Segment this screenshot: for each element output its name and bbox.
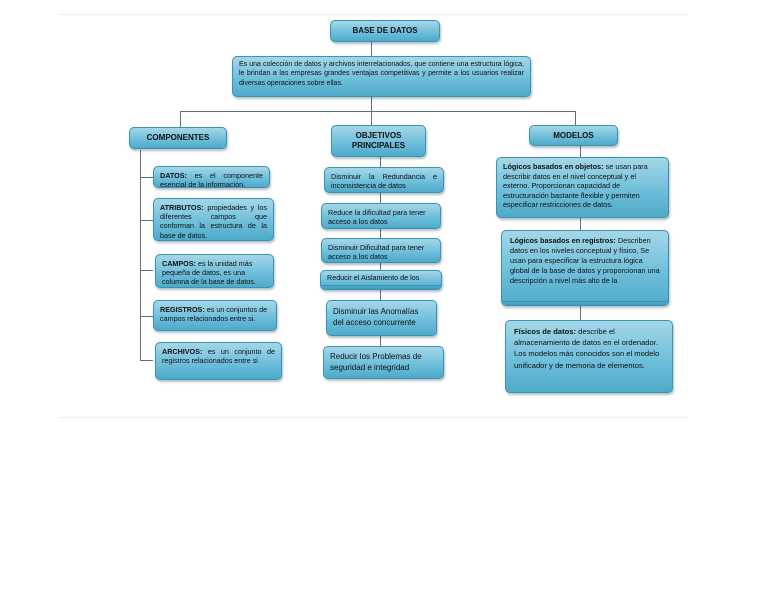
objetivo-item: Reduce la dificultad para tener acceso a… [321,203,441,229]
connector-line [371,42,372,56]
modelo-term: Físicos de datos: [514,327,577,336]
connector-line [580,218,581,230]
componente-registros: REGISTROS: es un conjuntos de campos rel… [153,300,277,331]
connector-line [140,177,153,178]
modelo-desc: se usan para describir datos en el nivel… [503,162,648,210]
modelo-fisicos: Físicos de datos: describe el almacenami… [505,320,673,393]
objetivo-text: Disminuir las Anomalías del acceso concu… [333,307,419,327]
componente-desc: es el componente esencial de la informac… [160,171,263,188]
componente-term: DATOS: [160,171,187,180]
modelos-title: MODELOS [553,130,594,140]
objetivos-header: OBJETIVOS PRINCIPALES [331,125,426,157]
componente-term: ARCHIVOS: [162,347,203,356]
objetivos-title: OBJETIVOS PRINCIPALES [351,131,406,150]
root-title: BASE DE DATOS [352,26,418,35]
componente-desc: es la unidad más pequeña de datos, es un… [162,259,256,287]
modelo-term: Lógicos basados en objetos: [503,162,604,171]
componente-term: REGISTROS: [160,305,205,314]
objetivo-text: Reducir los Problemas de seguridad e int… [330,352,422,372]
connector-line [580,146,581,157]
objetivo-text: Disminuir Dificultad para tener acceso a… [328,243,425,262]
componente-desc: propiedades y los diferentes campos que … [160,203,267,240]
componentes-title: COMPONENTES [146,133,210,142]
componentes-header: COMPONENTES [129,127,227,149]
objetivo-item: Disminuir la Redundancia e inconsistenci… [324,167,444,193]
objetivo-item: Disminuir las Anomalías del acceso concu… [326,300,437,336]
connector-line [180,111,181,127]
connector-line [371,111,372,125]
objetivo-item: Reducir los Problemas de seguridad e int… [323,346,444,379]
componente-desc: es un conjuntos de campos relacionados e… [160,305,268,324]
componente-term: CAMPOS: [162,259,196,268]
connector-line [140,220,153,221]
connector-line [371,97,372,112]
objetivo-text: Reducir el Aislamiento de los [327,273,420,282]
root-node: BASE DE DATOS [330,20,440,42]
componente-term: ATRIBUTOS: [160,203,204,212]
modelos-header: MODELOS [529,125,618,146]
objetivo-text: Reduce la dificultad para tener acceso a… [328,208,426,227]
modelo-desc: Describen datos en los niveles conceptua… [510,236,660,285]
modelo-desc: describe el almacenamiento de datos en e… [514,327,660,370]
definition-node: Es una colección de datos y archivos int… [232,56,531,97]
objetivo-text: Disminuir la Redundancia e inconsistenci… [331,172,437,191]
componente-atributos: ATRIBUTOS: propiedades y los diferentes … [153,198,274,241]
modelo-registros: Lógicos basados en registros: Describen … [501,230,669,306]
modelo-term: Lógicos basados en registros: [510,236,616,245]
objetivo-item: Reducir el Aislamiento de los [320,270,442,290]
diagram-sheet [58,14,688,418]
connector-line [575,111,576,125]
componente-desc: es un conjunto de registros relacionados… [162,347,275,366]
definition-text: Es una colección de datos y archivos int… [239,61,524,87]
connector-line [580,306,581,320]
connector-line [140,316,153,317]
connector-line [180,111,575,112]
connector-line [140,360,153,361]
componente-datos: DATOS: es el componente esencial de la i… [153,166,270,188]
modelo-objetos: Lógicos basados en objetos: se usan para… [496,157,669,218]
connector-line [140,150,141,361]
connector-line [140,270,153,271]
objetivo-item: Disminuir Dificultad para tener acceso a… [321,238,441,263]
componente-campos: CAMPOS: es la unidad más pequeña de dato… [155,254,274,288]
componente-archivos: ARCHIVOS: es un conjunto de registros re… [155,342,282,380]
